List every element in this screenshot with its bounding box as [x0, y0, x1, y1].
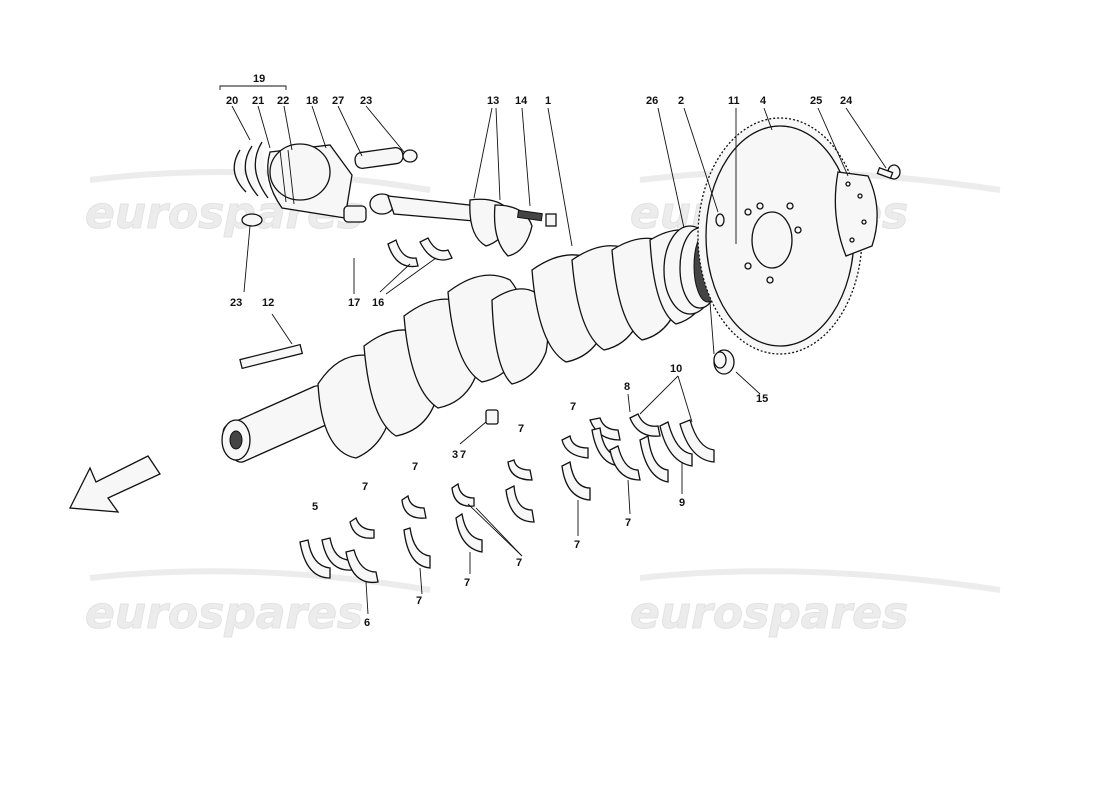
watermark-text-4: eurospares [630, 588, 908, 639]
callout-5: 5 [312, 501, 318, 513]
callout-26: 26 [646, 95, 658, 107]
callout-16: 16 [372, 297, 384, 309]
callout-7-g: 7 [464, 577, 470, 589]
callout-17: 17 [348, 297, 360, 309]
leader-lines [219, 85, 887, 615]
callout-24: 24 [840, 95, 853, 107]
crankshaft [221, 225, 748, 463]
bearing-shells-16 [387, 237, 453, 268]
callout-12: 12 [262, 297, 274, 309]
callout-7-e: 7 [570, 401, 576, 413]
callout-labels: 19 20 21 22 18 27 23 23 12 17 16 13 14 1… [226, 73, 853, 629]
piston-group [233, 141, 418, 227]
callout-7-a: 7 [362, 481, 368, 493]
callout-7-f: 7 [416, 595, 422, 607]
callout-22: 22 [277, 95, 289, 107]
key-part-12 [239, 343, 304, 370]
callout-7-c: 7 [460, 449, 466, 461]
callout-18: 18 [306, 95, 318, 107]
callout-27: 27 [332, 95, 344, 107]
callout-20: 20 [226, 95, 238, 107]
callout-21: 21 [252, 95, 264, 107]
bushing-part-15 [713, 349, 735, 375]
callout-7-i: 7 [574, 539, 580, 551]
watermark-text-3: eurospares [85, 588, 363, 639]
callout-15: 15 [756, 393, 768, 405]
callout-1: 1 [545, 95, 551, 107]
callout-7-h: 7 [516, 557, 522, 569]
callout-8: 8 [624, 381, 630, 393]
callout-14: 14 [515, 95, 528, 107]
plug-part-3 [485, 409, 499, 425]
flywheel [697, 117, 863, 355]
callout-7-d: 7 [518, 423, 524, 435]
callout-10: 10 [670, 363, 682, 375]
callout-6: 6 [364, 617, 370, 629]
callout-23-top: 23 [360, 95, 372, 107]
callout-4: 4 [760, 95, 767, 107]
callout-11: 11 [728, 95, 740, 107]
callout-25: 25 [810, 95, 822, 107]
callout-7-b: 7 [412, 461, 418, 473]
direction-arrow-icon [68, 455, 161, 513]
plate-and-bolt [834, 164, 901, 257]
callout-19: 19 [253, 73, 265, 85]
callout-23-bottom: 23 [230, 297, 242, 309]
callout-3: 3 [452, 449, 458, 461]
callout-7-j: 7 [625, 517, 631, 529]
main-bearing-shells [299, 413, 715, 584]
pin-part-2 [715, 213, 725, 227]
callout-9: 9 [679, 497, 685, 509]
callout-2: 2 [678, 95, 684, 107]
callout-13: 13 [487, 95, 499, 107]
connecting-rod-group [369, 193, 557, 257]
